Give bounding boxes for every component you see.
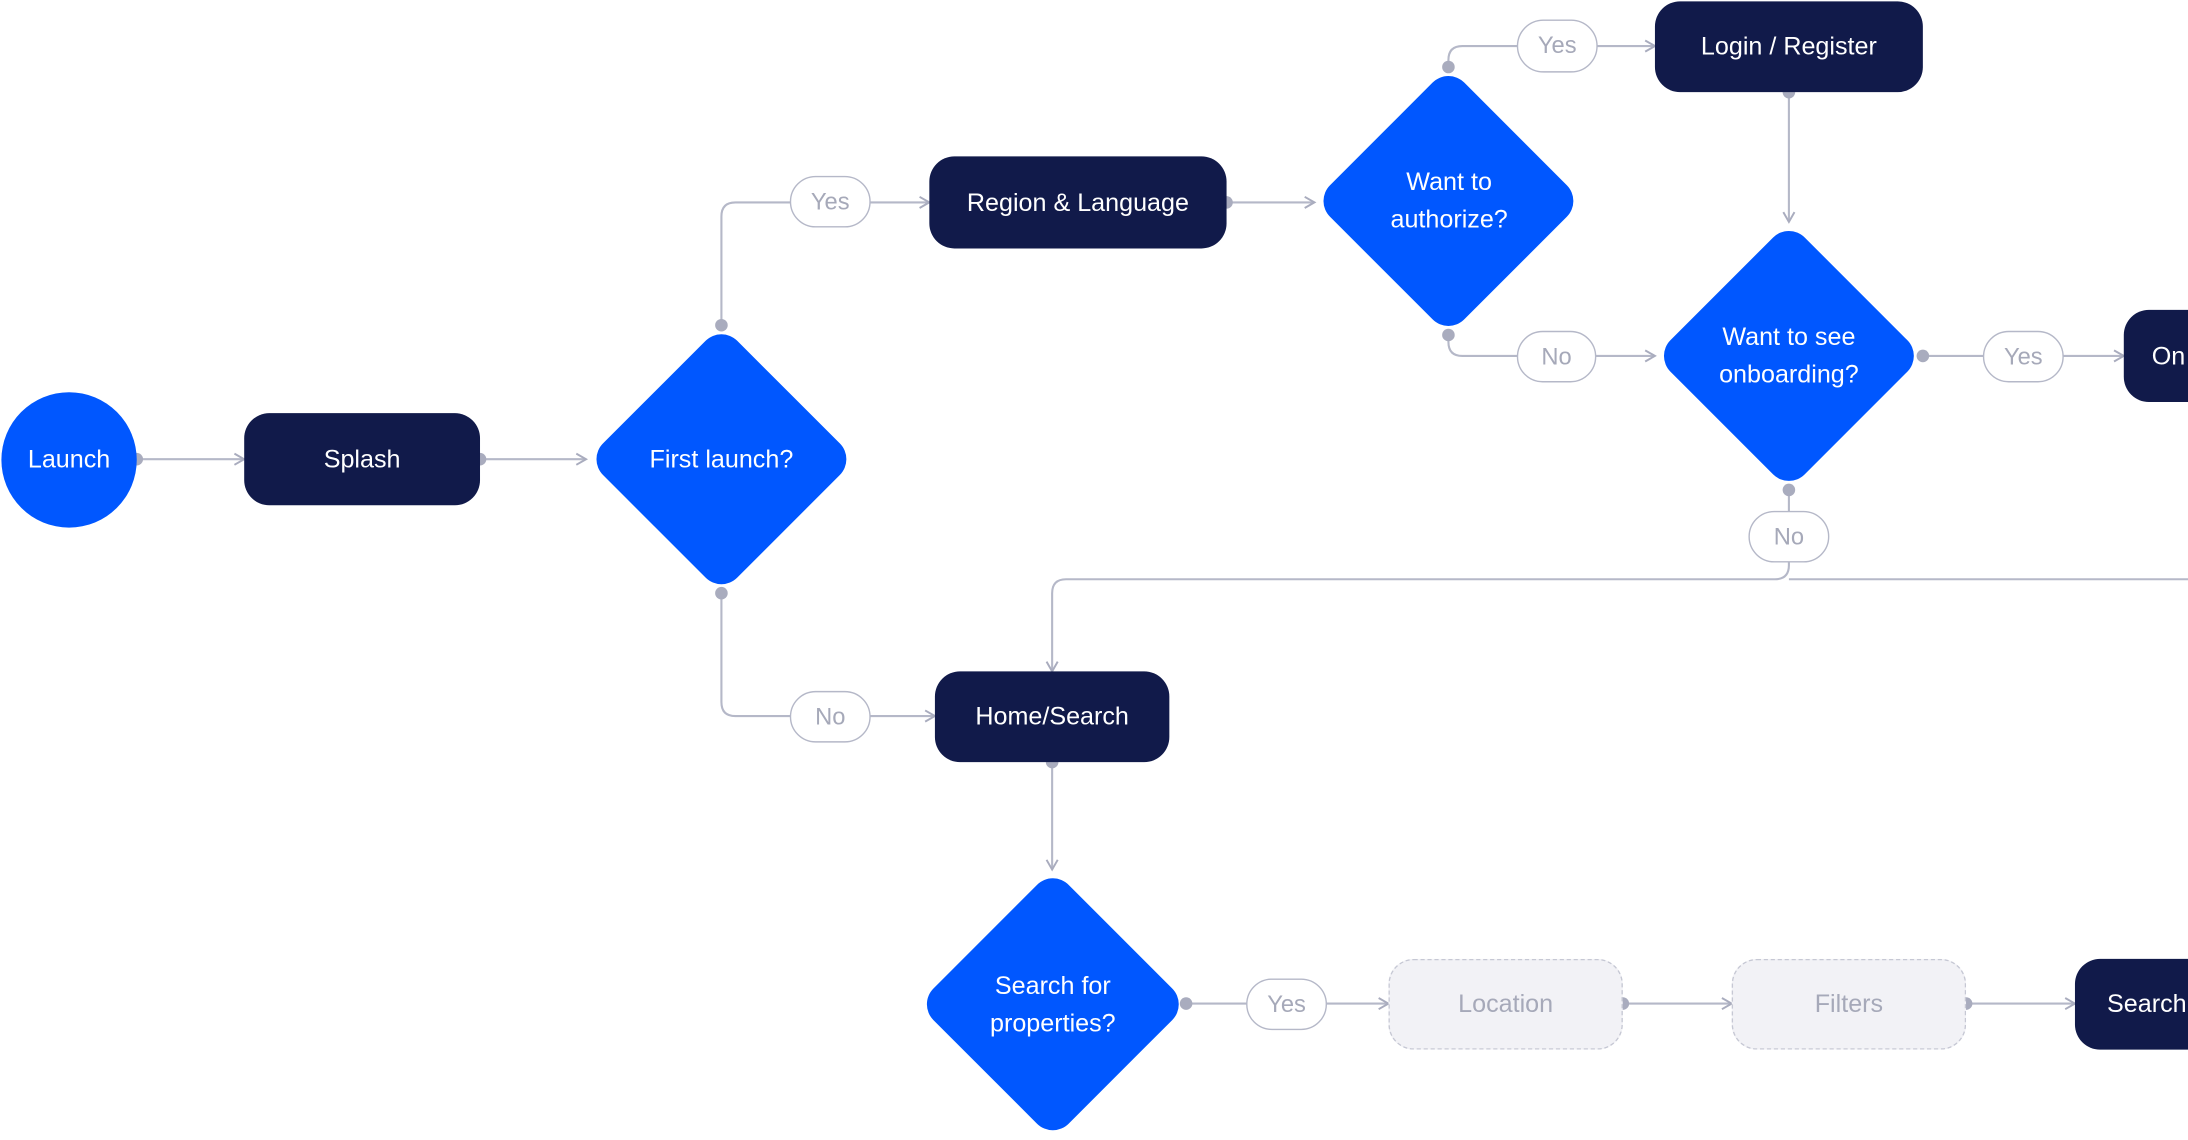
first-launch-decision[interactable]: First launch? <box>586 324 857 594</box>
no-pill-first-launch: No <box>789 690 871 743</box>
yes-pill-onboarding: Yes <box>1982 330 2064 383</box>
want-authorize-decision[interactable]: Want to authorize? <box>1314 66 1583 336</box>
edge-first-no <box>720 593 937 723</box>
location-node[interactable]: Location <box>1388 958 1623 1050</box>
region-language-node[interactable]: Region & Language <box>929 156 1227 249</box>
yes-pill-search: Yes <box>1246 978 1328 1031</box>
no-pill-authorize: No <box>1516 330 1597 383</box>
no-pill-onboarding: No <box>1748 510 1830 563</box>
filters-node[interactable]: Filters <box>1731 958 1967 1050</box>
decision-label: Want to authorize? <box>1390 167 1508 234</box>
decision-label: First launch? <box>649 444 794 473</box>
edge-authorize-no <box>1447 334 1657 363</box>
yes-pill-first-launch: Yes <box>789 175 871 228</box>
edge-onboarding-no <box>1045 489 1790 674</box>
decision-label: Search for properties? <box>989 970 1116 1037</box>
launch-node[interactable]: Launch <box>1 392 137 528</box>
login-register-node[interactable]: Login / Register <box>1654 1 1923 93</box>
search-properties-decision[interactable]: Search for properties? <box>917 869 1189 1140</box>
onboarding-node[interactable]: On <box>2123 309 2188 402</box>
want-onboarding-decision[interactable]: Want to see onboarding? <box>1654 221 1924 491</box>
edge-first-yes <box>720 195 932 326</box>
home-search-node[interactable]: Home/Search <box>934 671 1170 763</box>
search-results-node[interactable]: Search <box>2074 958 2188 1050</box>
splash-node[interactable]: Splash <box>244 413 481 506</box>
yes-pill-authorize: Yes <box>1516 19 1598 73</box>
edge-authorize-yes <box>1447 39 1657 67</box>
decision-label: Want to see onboarding? <box>1719 322 1859 389</box>
